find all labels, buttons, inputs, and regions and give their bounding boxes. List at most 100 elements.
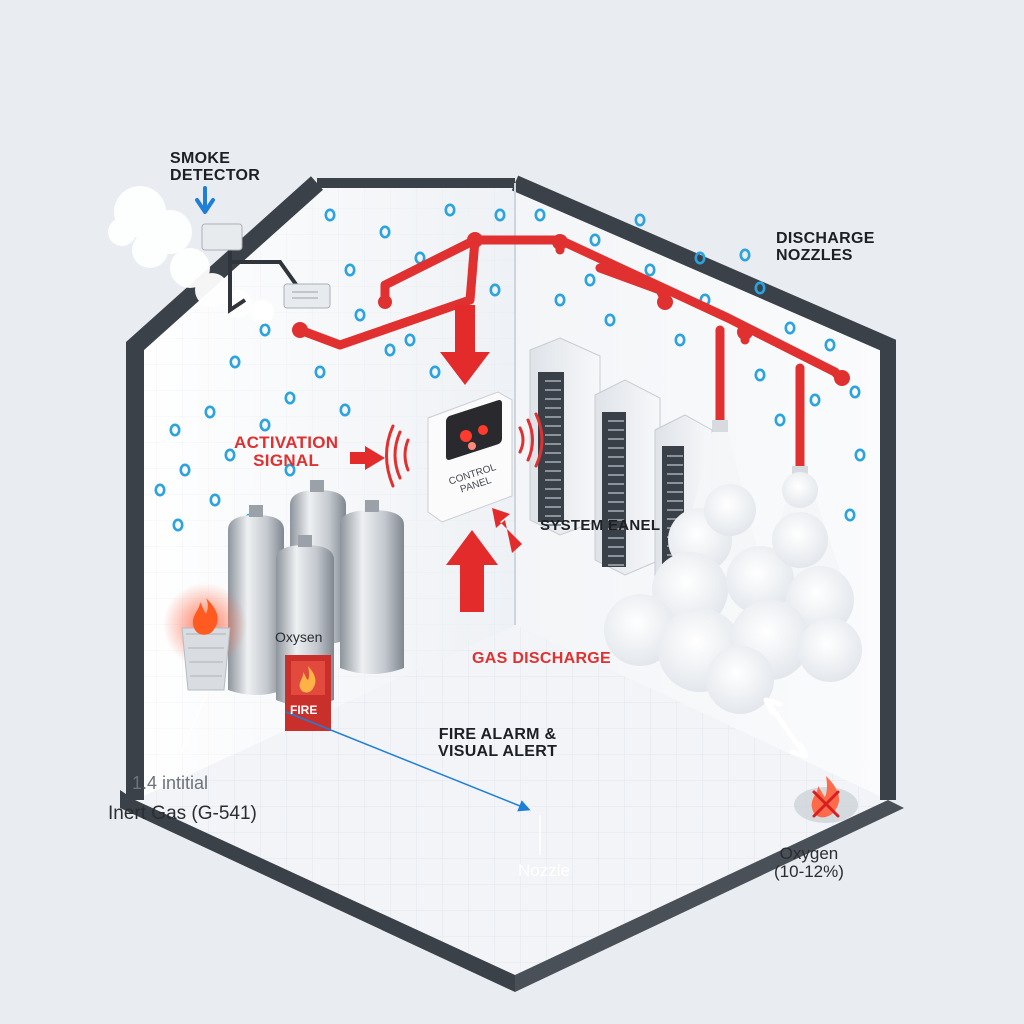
- rack-slot: [545, 389, 561, 391]
- gas-particle: [404, 333, 416, 347]
- gas-particle: [674, 333, 686, 347]
- rack-slot: [667, 509, 683, 511]
- rack-indicators: [545, 380, 683, 592]
- rack-slot: [608, 474, 624, 476]
- nozzle-2: [792, 466, 808, 476]
- gas-particle: [179, 463, 191, 477]
- gas-particle: [489, 283, 501, 297]
- bin-callout-line: [175, 694, 207, 766]
- gas-particle: [694, 251, 706, 265]
- radio-waves-icon: [385, 412, 544, 488]
- rack-slot: [608, 456, 624, 458]
- rack-slot: [608, 420, 624, 422]
- gas-particle: [429, 365, 441, 379]
- gas-particle: [604, 313, 616, 327]
- gas-particle: [584, 273, 596, 287]
- rack-slot: [545, 443, 561, 445]
- rack-slot: [608, 501, 624, 503]
- gas-particle: [774, 413, 786, 427]
- gas-particle: [809, 393, 821, 407]
- left-wall-edge: [126, 176, 324, 800]
- gas-particle: [644, 263, 656, 277]
- gas-particle: [224, 448, 236, 462]
- rack-slot: [608, 438, 624, 440]
- rack-slot: [545, 398, 561, 400]
- rack-slot: [545, 524, 561, 526]
- fire-alarm-label: FIRE ALARM & VISUAL ALERT: [438, 726, 558, 761]
- inert-gas-label: Inert Gas (G-541): [108, 803, 257, 824]
- gas-particle: [259, 418, 271, 432]
- rack-slot: [545, 506, 561, 508]
- gas-particle: [784, 321, 796, 335]
- fire-sign-label: FIRE: [290, 703, 318, 717]
- rack-slot: [608, 564, 624, 566]
- gas-particle: [354, 308, 366, 322]
- rack-slot: [545, 452, 561, 454]
- gas-particle: [384, 343, 396, 357]
- fire-alarm-sign: [285, 655, 331, 731]
- gas-particle: [554, 293, 566, 307]
- gas-discharge-cloud: [604, 432, 862, 714]
- gas-particle: [494, 208, 506, 222]
- system-panel-label: SYSTEM EANEL: [540, 517, 661, 534]
- gas-particle: [229, 355, 241, 369]
- oxygen-cylinder-label: Oxysen: [275, 629, 323, 645]
- flame-icon: [299, 666, 316, 693]
- gas-particle: [204, 405, 216, 419]
- rack-slot: [545, 488, 561, 490]
- rack-slot: [667, 491, 683, 493]
- rack-slot: [545, 497, 561, 499]
- control-panel: [427, 391, 513, 523]
- rack-slot: [545, 461, 561, 463]
- rack-slot: [545, 515, 561, 517]
- rack-slot: [667, 482, 683, 484]
- gas-particle: [284, 391, 296, 405]
- gas-particle: [324, 208, 336, 222]
- smoke-detector: [201, 223, 331, 314]
- gas-particle: [754, 281, 766, 295]
- nozzle-label: Nozzle: [518, 861, 570, 880]
- gas-particle: [379, 225, 391, 239]
- waste-bin-fire: [163, 583, 247, 691]
- gas-particle: [589, 233, 601, 247]
- rack-slot: [667, 518, 683, 520]
- smoke-detector-label: SMOKE DETECTOR: [170, 150, 261, 185]
- rack-slot: [608, 492, 624, 494]
- rack-slot: [667, 455, 683, 457]
- rack-slot: [608, 555, 624, 557]
- gas-particle: [169, 423, 181, 437]
- rack-slot: [608, 537, 624, 539]
- gas-particle: [444, 203, 456, 217]
- inert-gas-particles: [154, 203, 866, 532]
- initial-label: 1.4 intitial: [132, 773, 209, 793]
- rack-slot: [545, 470, 561, 472]
- discharge-nozzles-label: DISCHARGE NOZZLES: [776, 230, 875, 265]
- rack-slot: [667, 473, 683, 475]
- activation-arrows: [350, 305, 522, 612]
- oxygen-level-label: Oxygen (10-12%): [774, 844, 844, 882]
- rack-slot: [545, 416, 561, 418]
- rack-slot: [545, 479, 561, 481]
- gas-particle: [849, 385, 861, 399]
- rack-slot: [608, 447, 624, 449]
- rack-slot: [608, 429, 624, 431]
- rack-slot: [608, 510, 624, 512]
- gas-particle: [314, 365, 326, 379]
- gas-discharge-label: GAS DISCHARGE: [472, 650, 612, 667]
- arrow-down-icon: [195, 186, 215, 214]
- gas-particle: [344, 263, 356, 277]
- rack-slot: [608, 465, 624, 467]
- gas-particle: [339, 403, 351, 417]
- gas-particle: [634, 213, 646, 227]
- rack-slot: [667, 500, 683, 502]
- rack-slot: [608, 483, 624, 485]
- gas-particle: [534, 208, 546, 222]
- gas-particle: [739, 248, 751, 262]
- gas-particle: [209, 493, 221, 507]
- rack-slot: [608, 519, 624, 521]
- gas-particle: [844, 508, 856, 522]
- rack-slot: [608, 546, 624, 548]
- rack-slot: [545, 434, 561, 436]
- gas-particle: [824, 338, 836, 352]
